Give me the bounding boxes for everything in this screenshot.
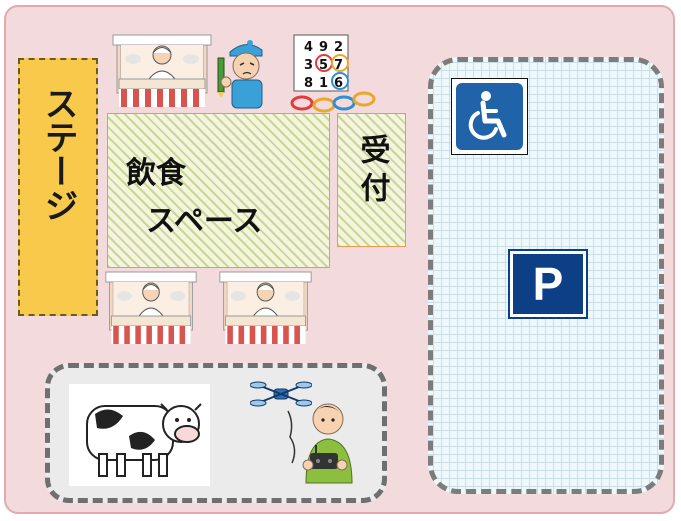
food-stall-illustration	[218, 270, 313, 348]
stage-zone: ステージ	[18, 58, 98, 316]
ring-toss-illustration: 4 9 2 3 5 7 8 1 6	[286, 33, 380, 113]
parking-letter: P	[532, 258, 564, 310]
dining-label-line1: 飲食	[126, 156, 186, 191]
ringtoss-number: 6	[334, 76, 343, 91]
dining-space-zone: 飲食 スペース	[107, 113, 330, 268]
ringtoss-number: 3	[304, 58, 313, 73]
food-stall-illustration	[104, 270, 198, 348]
ringtoss-number: 1	[319, 76, 328, 91]
reception-zone: 受付	[337, 113, 406, 247]
ringtoss-number: 4	[304, 40, 313, 55]
painter-boy-illustration	[212, 38, 274, 110]
drone-pilot-illustration	[280, 393, 360, 489]
stage-label: ステージ	[38, 86, 78, 222]
ringtoss-number: 8	[304, 76, 313, 91]
ringtoss-number: 2	[334, 40, 343, 55]
cow-illustration	[69, 384, 210, 486]
reception-label: 受付	[354, 134, 390, 210]
dining-label-line2: スペース	[146, 204, 263, 239]
wheelchair-icon	[451, 78, 528, 155]
ringtoss-number: 9	[319, 40, 328, 55]
ringtoss-number: 5	[319, 58, 328, 73]
parking-icon: P	[508, 249, 588, 319]
ringtoss-number: 7	[334, 58, 343, 73]
food-stall-illustration	[111, 33, 213, 111]
